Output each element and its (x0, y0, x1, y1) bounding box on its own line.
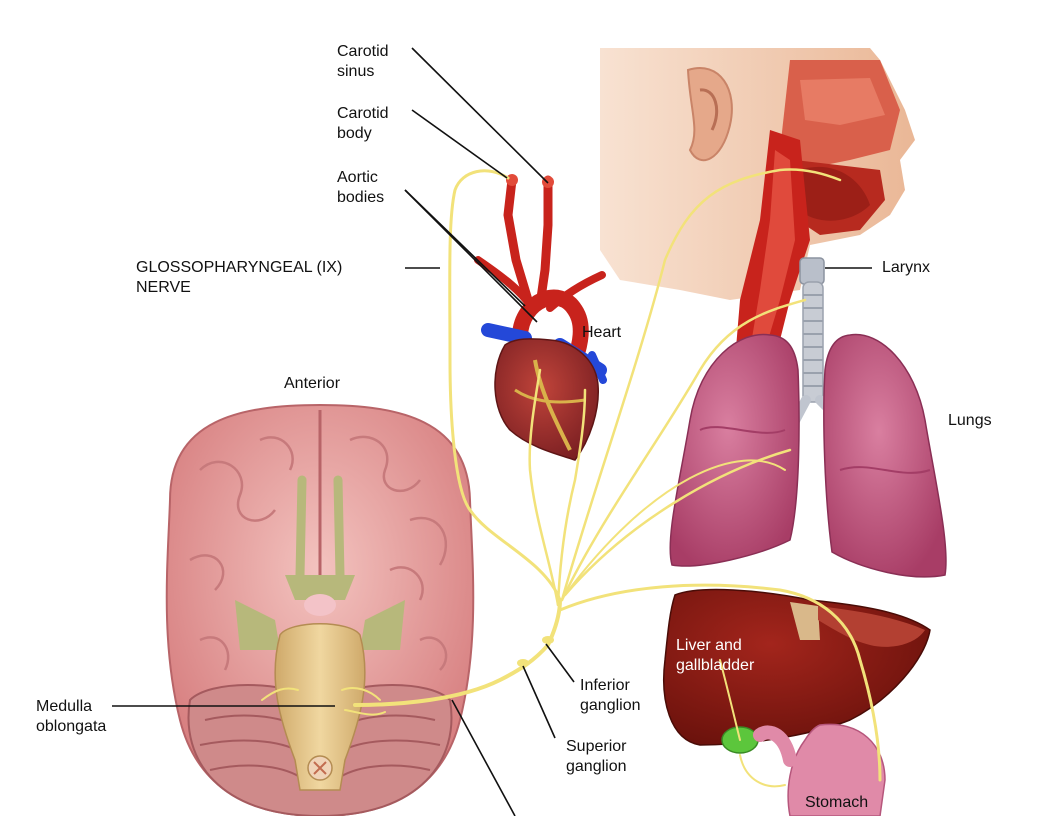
label-stomach: Stomach (805, 794, 869, 811)
label-carotid-sinus: Carotid sinus (337, 43, 389, 80)
brain (165, 403, 475, 816)
leader-lines (112, 47, 872, 816)
label-carotid-body: Carotid body (337, 105, 389, 142)
heart (474, 174, 607, 461)
glossopharyngeal-nerve (261, 168, 882, 788)
label-glossopharyngeal-nerve: GLOSSOPHARYNGEAL (IX) NERVE (136, 259, 343, 296)
label-aortic-bodies: Aortic bodies (337, 169, 385, 206)
label-heart: Heart (582, 324, 622, 341)
label-inferior-ganglion: Inferior ganglion (580, 677, 641, 714)
lungs (669, 333, 947, 578)
label-superior-ganglion: Superior ganglion (566, 738, 627, 775)
head-neck (600, 48, 915, 360)
stomach (753, 723, 886, 816)
liver (663, 588, 931, 754)
label-anterior: Anterior (284, 375, 341, 392)
label-medulla-oblongata: Medulla oblongata (36, 698, 107, 735)
label-liver-gallbladder: Liver and gallbladder (676, 637, 755, 674)
label-lungs: Lungs (948, 412, 992, 429)
label-larynx: Larynx (882, 259, 931, 276)
